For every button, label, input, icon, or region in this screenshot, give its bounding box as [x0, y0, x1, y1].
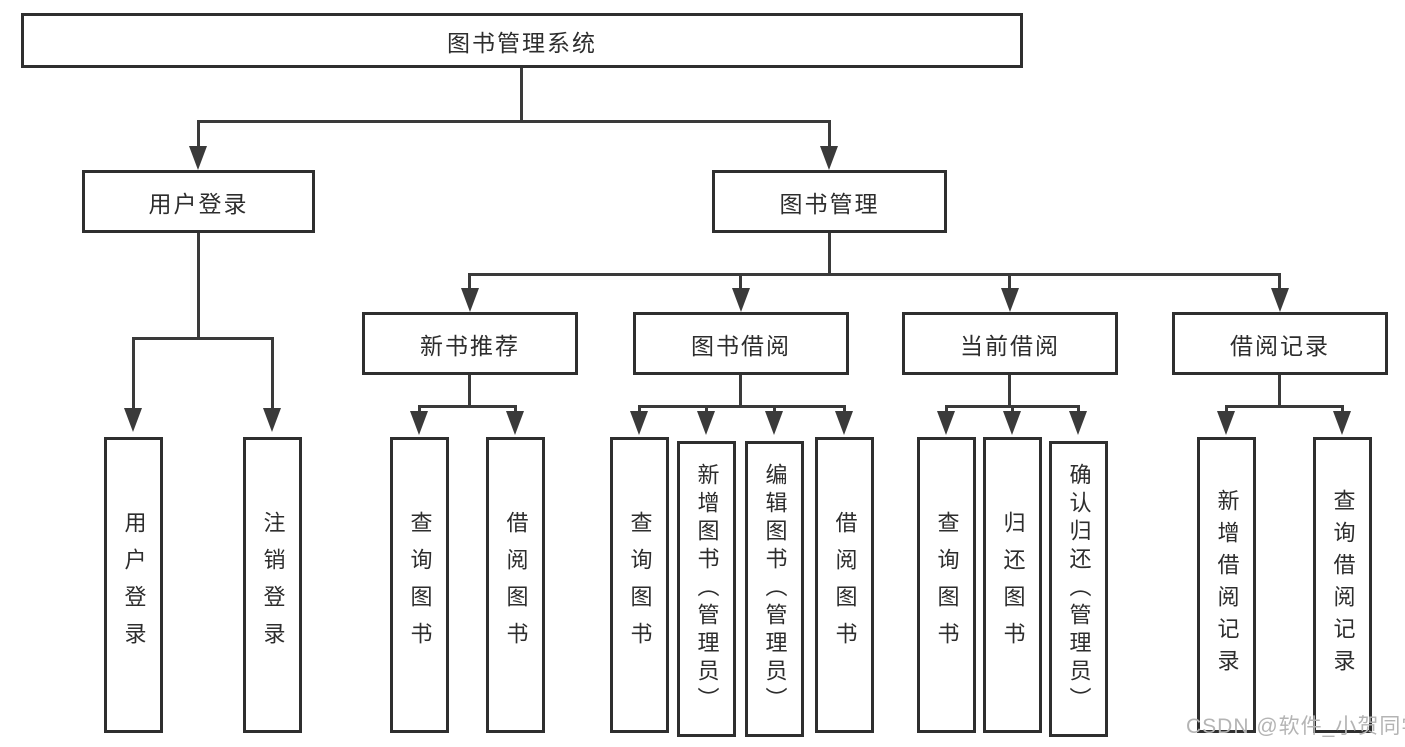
arrowhead-query-borrow-record-icon [1333, 411, 1351, 435]
edge-book-management-crossbar [468, 273, 1281, 276]
leaf-query-books-recommend-label: 查询图书 [407, 511, 433, 659]
edge-borrow-trunk [739, 375, 742, 405]
node-book-management-label: 图书管理 [779, 190, 880, 217]
edge-root-trunk [520, 68, 523, 120]
arrowhead-add-borrow-record-icon [1217, 411, 1235, 435]
arrowhead-book-borrow-icon [732, 288, 750, 312]
leaf-logout-label: 注销登录 [260, 511, 286, 659]
node-book-borrow-label: 图书借阅 [691, 332, 791, 359]
node-current-borrow-label: 当前借阅 [960, 332, 1060, 359]
leaf-query-books-current: 查询图书 [917, 437, 976, 733]
edge-recommend-crossbar [418, 405, 517, 408]
leaf-query-books-borrow-label: 查询图书 [627, 511, 653, 659]
edge-user-login-trunk [197, 233, 200, 337]
arrowhead-query-books-borrow-icon [630, 411, 648, 435]
arrowhead-user-login-icon [189, 146, 207, 170]
leaf-borrow-books-borrow: 借阅图书 [815, 437, 874, 733]
edge-to-leaf-borrow-books-borrow [843, 405, 846, 415]
edge-root-to-book-management [828, 120, 831, 148]
leaf-query-books-current-label: 查询图书 [934, 511, 960, 659]
edge-to-current-borrow [1008, 273, 1011, 293]
edge-to-borrow-records [1278, 273, 1281, 293]
arrowhead-return-books-icon [1003, 411, 1021, 435]
edge-recommend-trunk [468, 375, 471, 405]
arrowhead-leaf-user-login-icon [124, 408, 142, 432]
leaf-confirm-return-admin-label: 确认归还（管理员） [1066, 463, 1092, 715]
edge-book-management-trunk [828, 233, 831, 273]
edge-records-trunk [1278, 375, 1281, 405]
arrowhead-leaf-logout-icon [263, 408, 281, 432]
arrowhead-add-books-icon [697, 411, 715, 435]
leaf-borrow-books-recommend-label: 借阅图书 [503, 511, 529, 659]
edge-to-leaf-user-login [132, 337, 135, 410]
edge-borrow-crossbar [638, 405, 846, 408]
leaf-add-borrow-record: 新增借阅记录 [1197, 437, 1256, 733]
leaf-logout: 注销登录 [243, 437, 302, 733]
node-user-login: 用户登录 [82, 170, 315, 233]
arrowhead-confirm-return-icon [1069, 411, 1087, 435]
edge-to-leaf-add-borrow-record [1225, 405, 1228, 415]
edge-to-leaf-return-books [1011, 405, 1014, 415]
arrowhead-borrow-records-icon [1271, 288, 1289, 312]
edge-to-leaf-borrow-books-recommend [514, 405, 517, 415]
arrowhead-borrow-books-recommend-icon [506, 411, 524, 435]
arrowhead-query-books-recommend-icon [410, 411, 428, 435]
node-borrow-records-label: 借阅记录 [1230, 332, 1330, 359]
edge-root-crossbar [197, 120, 831, 123]
arrowhead-borrow-books-borrow-icon [835, 411, 853, 435]
leaf-add-books-admin: 新增图书（管理员） [677, 441, 736, 737]
leaf-query-borrow-record: 查询借阅记录 [1313, 437, 1372, 733]
edge-to-leaf-edit-books [773, 405, 776, 415]
leaf-confirm-return-admin: 确认归还（管理员） [1049, 441, 1108, 737]
node-new-book-recommend: 新书推荐 [362, 312, 578, 375]
edge-to-leaf-query-borrow-record [1341, 405, 1344, 415]
edge-to-leaf-query-books-current [945, 405, 948, 415]
edge-to-leaf-confirm-return [1077, 405, 1080, 415]
edge-to-leaf-query-books-recommend [418, 405, 421, 415]
arrowhead-current-borrow-icon [1001, 288, 1019, 312]
leaf-user-login: 用户登录 [104, 437, 163, 733]
leaf-return-books: 归还图书 [983, 437, 1042, 733]
leaf-add-borrow-record-label: 新增借阅记录 [1214, 489, 1240, 681]
leaf-query-books-recommend: 查询图书 [390, 437, 449, 733]
node-current-borrow: 当前借阅 [902, 312, 1118, 375]
node-root-label: 图书管理系统 [447, 29, 597, 56]
node-user-login-label: 用户登录 [148, 190, 249, 217]
edge-to-leaf-query-books-borrow [638, 405, 641, 415]
arrowhead-query-books-current-icon [937, 411, 955, 435]
node-root: 图书管理系统 [21, 13, 1023, 68]
leaf-query-borrow-record-label: 查询借阅记录 [1330, 489, 1356, 681]
arrowhead-book-management-icon [820, 146, 838, 170]
leaf-edit-books-admin: 编辑图书（管理员） [745, 441, 804, 737]
csdn-watermark: CSDN @软件_小贺同学 [1186, 715, 1405, 738]
edge-records-crossbar [1225, 405, 1344, 408]
edge-user-login-crossbar [132, 337, 274, 340]
edge-to-leaf-add-books [705, 405, 708, 415]
edge-root-to-user-login [197, 120, 200, 148]
node-new-book-recommend-label: 新书推荐 [420, 332, 520, 359]
node-book-borrow: 图书借阅 [633, 312, 849, 375]
edge-to-leaf-logout [271, 337, 274, 410]
leaf-user-login-label: 用户登录 [121, 511, 147, 659]
arrowhead-edit-books-icon [765, 411, 783, 435]
edge-to-book-borrow [739, 273, 742, 293]
edge-current-trunk [1008, 375, 1011, 405]
edge-to-new-book-recommend [468, 273, 471, 293]
node-borrow-records: 借阅记录 [1172, 312, 1388, 375]
leaf-borrow-books-recommend: 借阅图书 [486, 437, 545, 733]
arrowhead-new-book-recommend-icon [461, 288, 479, 312]
node-book-management: 图书管理 [712, 170, 947, 233]
leaf-query-books-borrow: 查询图书 [610, 437, 669, 733]
leaf-borrow-books-borrow-label: 借阅图书 [832, 511, 858, 659]
leaf-add-books-admin-label: 新增图书（管理员） [694, 463, 720, 715]
leaf-return-books-label: 归还图书 [1000, 511, 1026, 659]
leaf-edit-books-admin-label: 编辑图书（管理员） [762, 463, 788, 715]
